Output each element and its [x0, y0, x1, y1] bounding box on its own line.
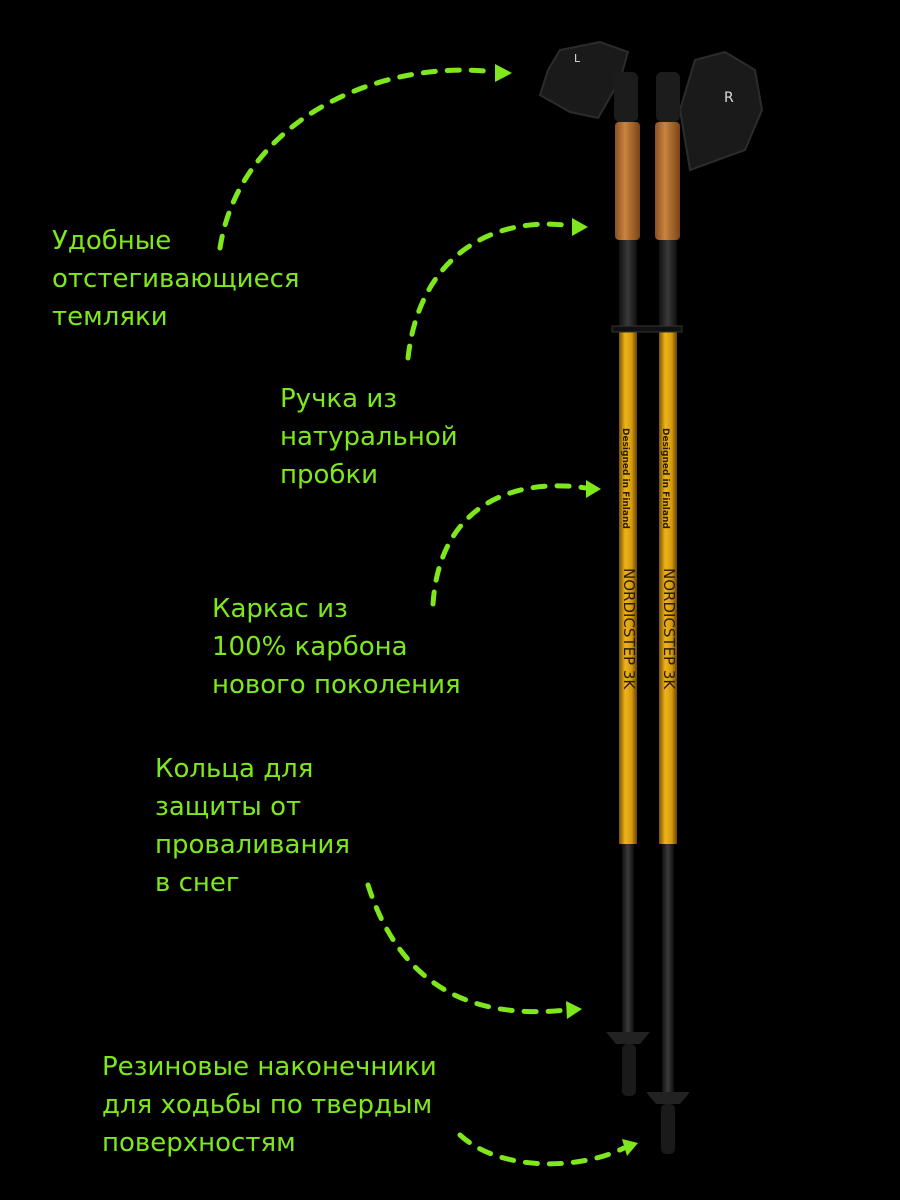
callout-line: отстегивающиеся: [52, 264, 300, 294]
callout-line: нового поколения: [212, 670, 461, 700]
arrow-straps: [217, 67, 498, 251]
callout-grip: Ручка из натуральной пробки: [280, 380, 458, 494]
pole-tagline-print: Designed in Finland: [620, 428, 630, 529]
arrowhead-icon: [586, 480, 601, 498]
callout-baskets: Кольца для защиты от проваливания в снег: [155, 750, 350, 902]
arrowhead-icon: [495, 64, 512, 82]
callout-shaft: Каркас из 100% карбона нового поколения: [212, 590, 461, 704]
arrowhead-icon: [622, 1139, 638, 1156]
pole-left: NORDICSTEP 3K Designed in Finland: [606, 72, 650, 1096]
callout-line: поверхностям: [102, 1128, 296, 1158]
strap-left-letter: L: [574, 52, 581, 65]
pole-tagline-print: Designed in Finland: [660, 428, 670, 529]
strap-right: R: [678, 50, 764, 172]
callout-line: Кольца для: [155, 754, 314, 784]
callout-line: в снег: [155, 868, 240, 898]
callout-straps: Удобные отстегивающиеся темляки: [52, 222, 300, 336]
arrow-shaft: [430, 483, 589, 607]
callout-line: темляки: [52, 302, 168, 332]
pole-right: NORDICSTEP 3K Designed in Finland: [646, 72, 690, 1154]
callout-line: натуральной: [280, 422, 458, 452]
callout-line: Удобные: [52, 226, 172, 256]
arrowheads: [495, 64, 638, 1156]
arrow-tips: [457, 1132, 627, 1167]
callout-tips: Резиновые наконечники для ходьбы по твер…: [102, 1048, 437, 1162]
arrowhead-icon: [566, 1001, 582, 1019]
pole-brand-print: NORDICSTEP 3K: [620, 568, 638, 690]
callout-line: Резиновые наконечники: [102, 1052, 437, 1082]
pole-clip: [611, 325, 683, 333]
strap-right-letter: R: [724, 90, 734, 106]
callout-line: 100% карбона: [212, 632, 408, 662]
callout-line: Каркас из: [212, 594, 348, 624]
arrow-grip: [405, 221, 575, 361]
callout-line: пробки: [280, 460, 379, 490]
arrow-baskets: [365, 882, 569, 1015]
callout-line: для ходьбы по твердым: [102, 1090, 433, 1120]
callout-line: Ручка из: [280, 384, 398, 414]
callout-line: проваливания: [155, 830, 350, 860]
callout-line: защиты от: [155, 792, 302, 822]
pole-brand-print: NORDICSTEP 3K: [660, 568, 678, 690]
arrowhead-icon: [572, 218, 588, 236]
